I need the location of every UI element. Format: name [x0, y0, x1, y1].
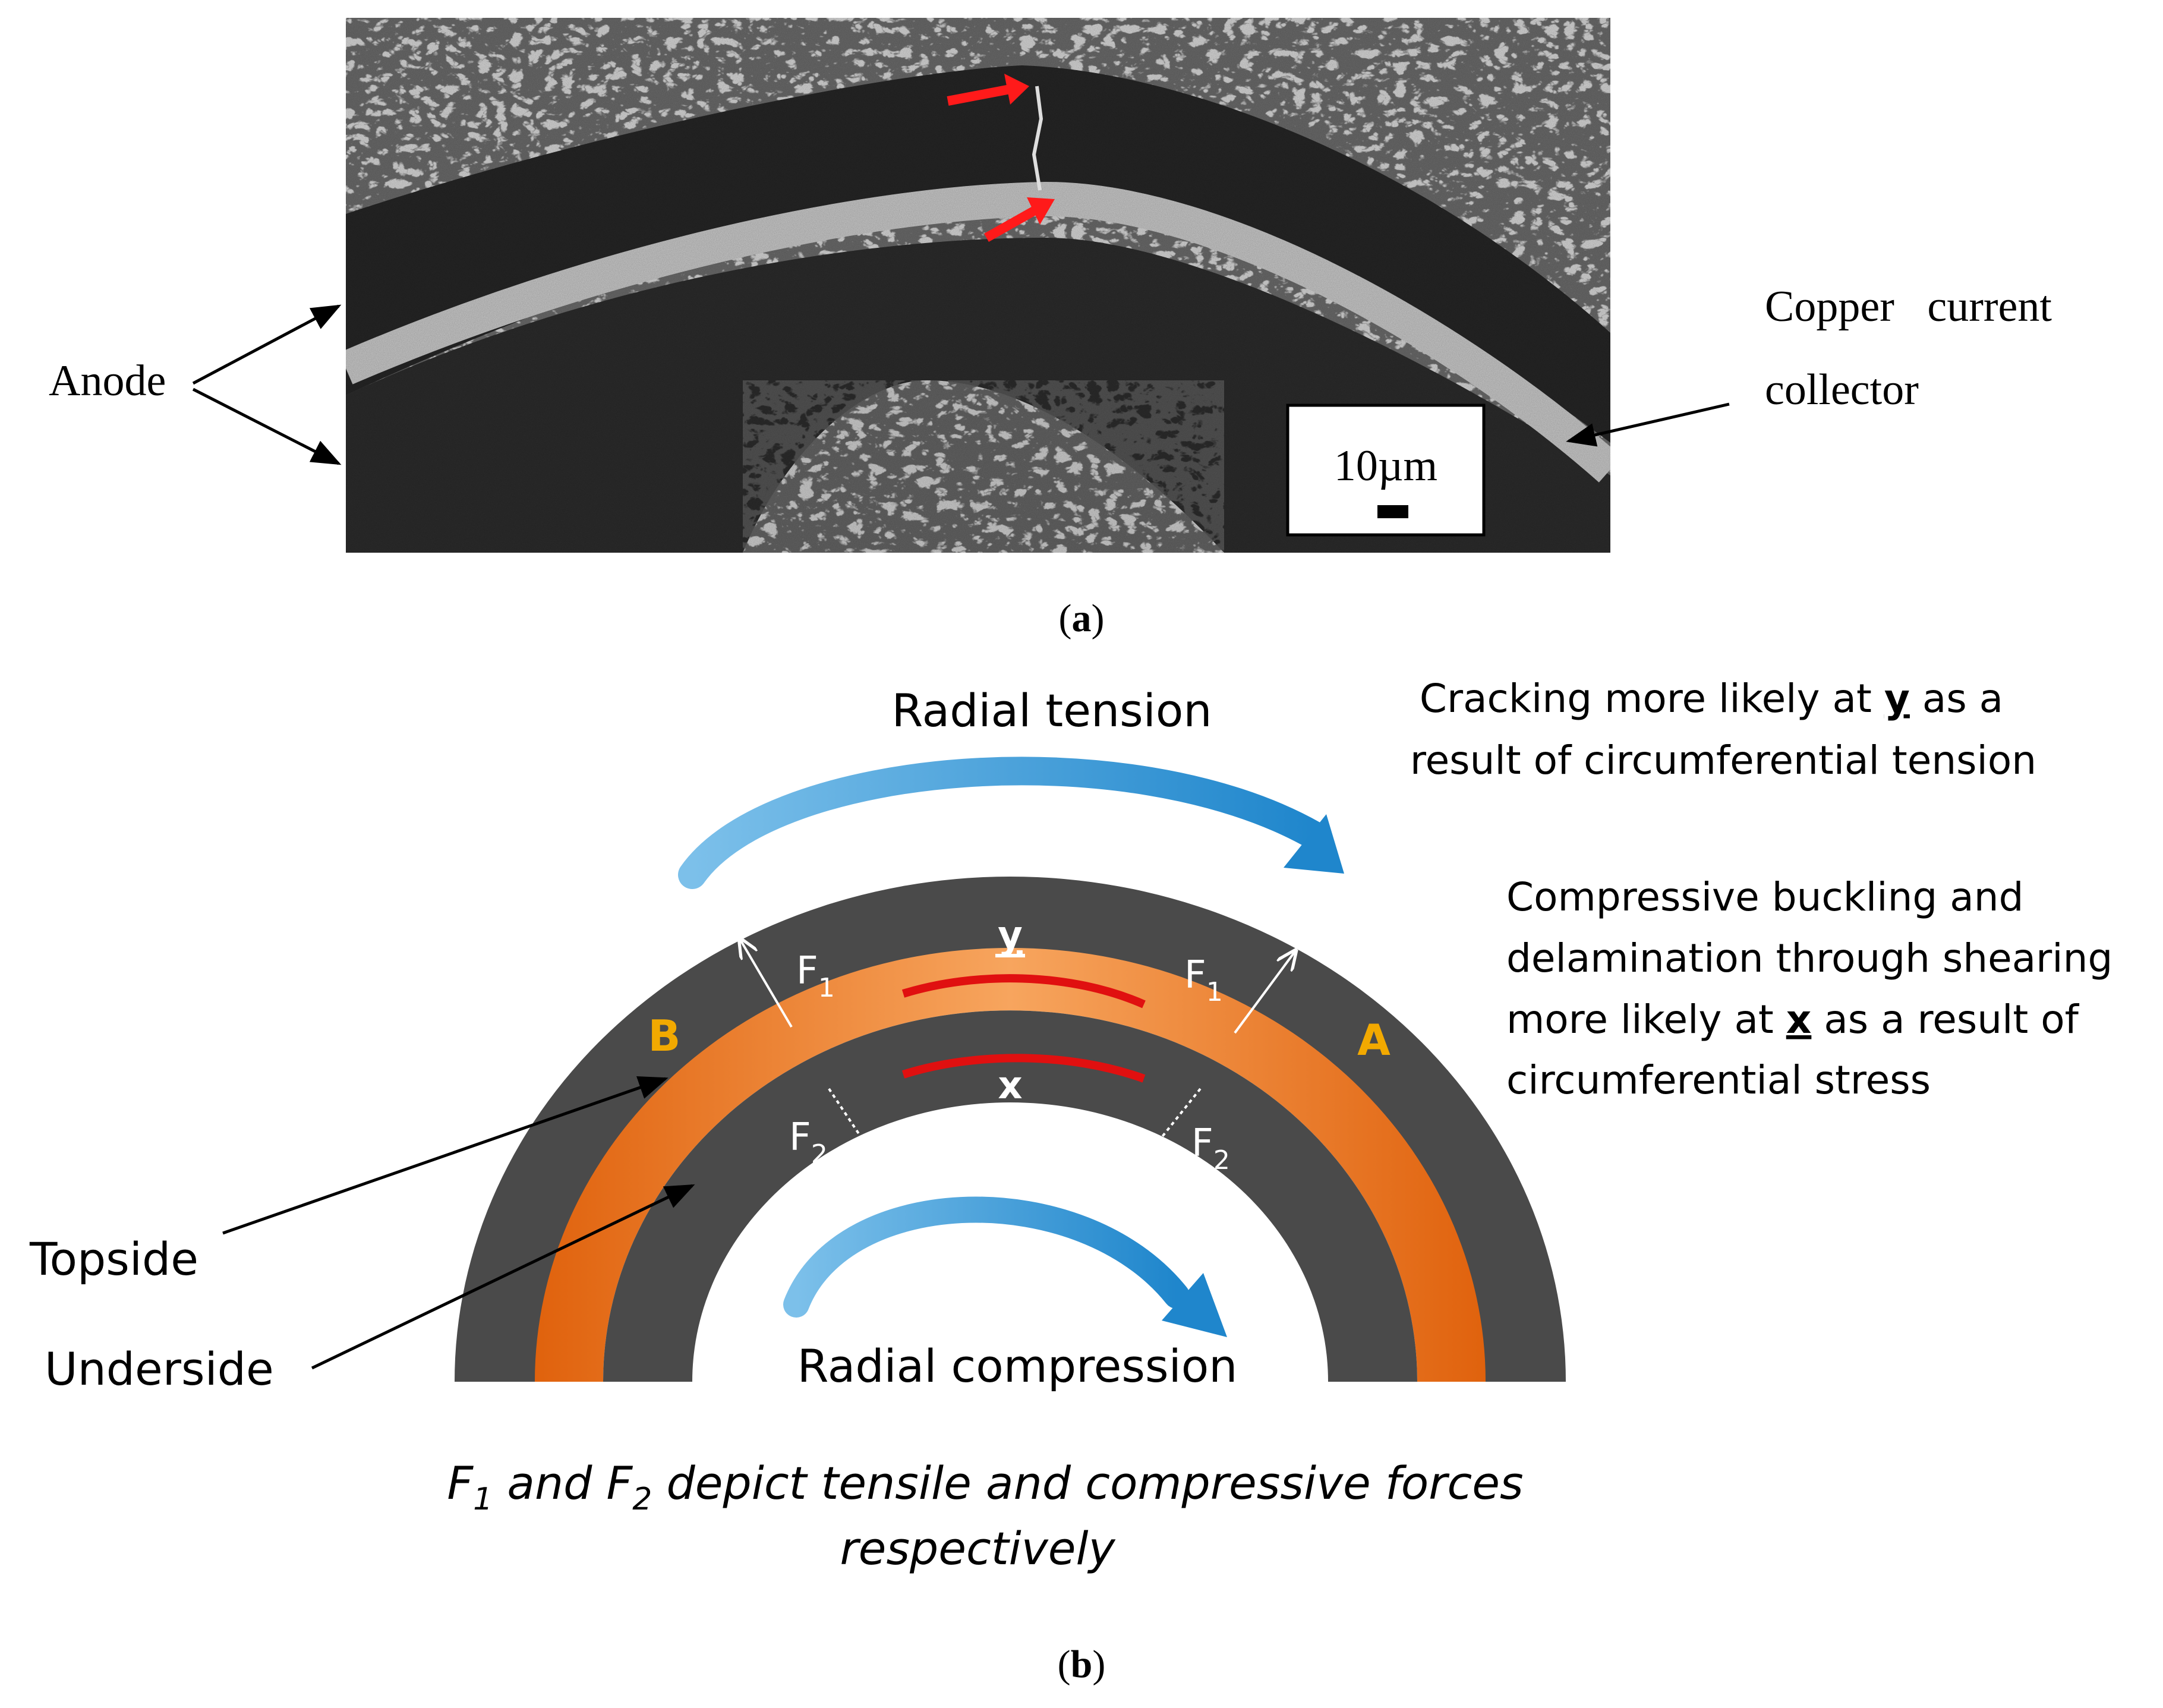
red-crack-arrow-bottom [984, 197, 1055, 242]
anode-arrow-upper [192, 304, 342, 385]
red-crack-arrow-top [947, 74, 1029, 106]
footnote-line2: respectively [840, 1522, 1115, 1575]
collector-label-line2: collector [1765, 365, 1919, 414]
buckling-note-line2: delamination through shearing [1506, 935, 2112, 981]
topside-label: Topside [29, 1233, 198, 1285]
label-b: B [648, 1011, 681, 1061]
caption-b: (b) [1058, 1643, 1106, 1686]
outer-anode-band [455, 877, 1566, 1382]
f2-label-right: F2 [1191, 1121, 1230, 1176]
label-y: y [998, 913, 1023, 957]
topside-arrow [222, 1076, 669, 1235]
label-a: A [1357, 1015, 1390, 1065]
f2-arrow-right [1147, 1088, 1202, 1156]
caption-a: (a) [1059, 597, 1105, 640]
scale-bar-label: 10µm [1334, 442, 1437, 490]
buckling-note-line3: more likely at x as a result of [1506, 997, 2080, 1042]
radial-compression-arrow [783, 1196, 1227, 1337]
electrode-semicircle [455, 877, 1566, 1382]
f2-arrow-left [828, 1088, 874, 1156]
copper-band [535, 948, 1486, 1382]
buckling-note-line4: circumferential stress [1506, 1057, 1931, 1103]
anode-arrow-lower [192, 387, 342, 465]
label-x: x [998, 1064, 1022, 1108]
f1-arrow-right [1234, 951, 1295, 1034]
sem-micrograph [346, 18, 1610, 553]
collector-label-line1: Copper current [1765, 282, 2052, 331]
radial-tension-arrow [678, 757, 1344, 889]
f1-label-right: F1 [1184, 953, 1223, 1007]
crack-line [1032, 86, 1043, 191]
crack-zone-y [901, 974, 1146, 1009]
f1-arrow-left [740, 939, 793, 1028]
footnote-line1: F1 and F2 depict tensile and compressive… [447, 1457, 1523, 1517]
f1-label-left: F1 [796, 949, 835, 1003]
f2-label-left: F2 [789, 1115, 828, 1170]
buckling-note-line1: Compressive buckling and [1506, 874, 2023, 920]
anode-label: Anode [49, 357, 166, 405]
radial-tension-label: Radial tension [891, 684, 1212, 737]
radial-compression-label: Radial compression [797, 1340, 1238, 1392]
buckling-zone-x [901, 1054, 1146, 1083]
underside-label: Underside [45, 1343, 274, 1395]
underside-arrow [311, 1184, 695, 1370]
cracking-note-line1: Cracking more likely at y as a [1420, 676, 2003, 721]
inner-anode-band [603, 1010, 1417, 1382]
scale-bar: 10µm [1286, 404, 1486, 537]
cracking-note-line2: result of circumferential tension [1410, 738, 2036, 783]
collector-arrow [1566, 402, 1730, 447]
